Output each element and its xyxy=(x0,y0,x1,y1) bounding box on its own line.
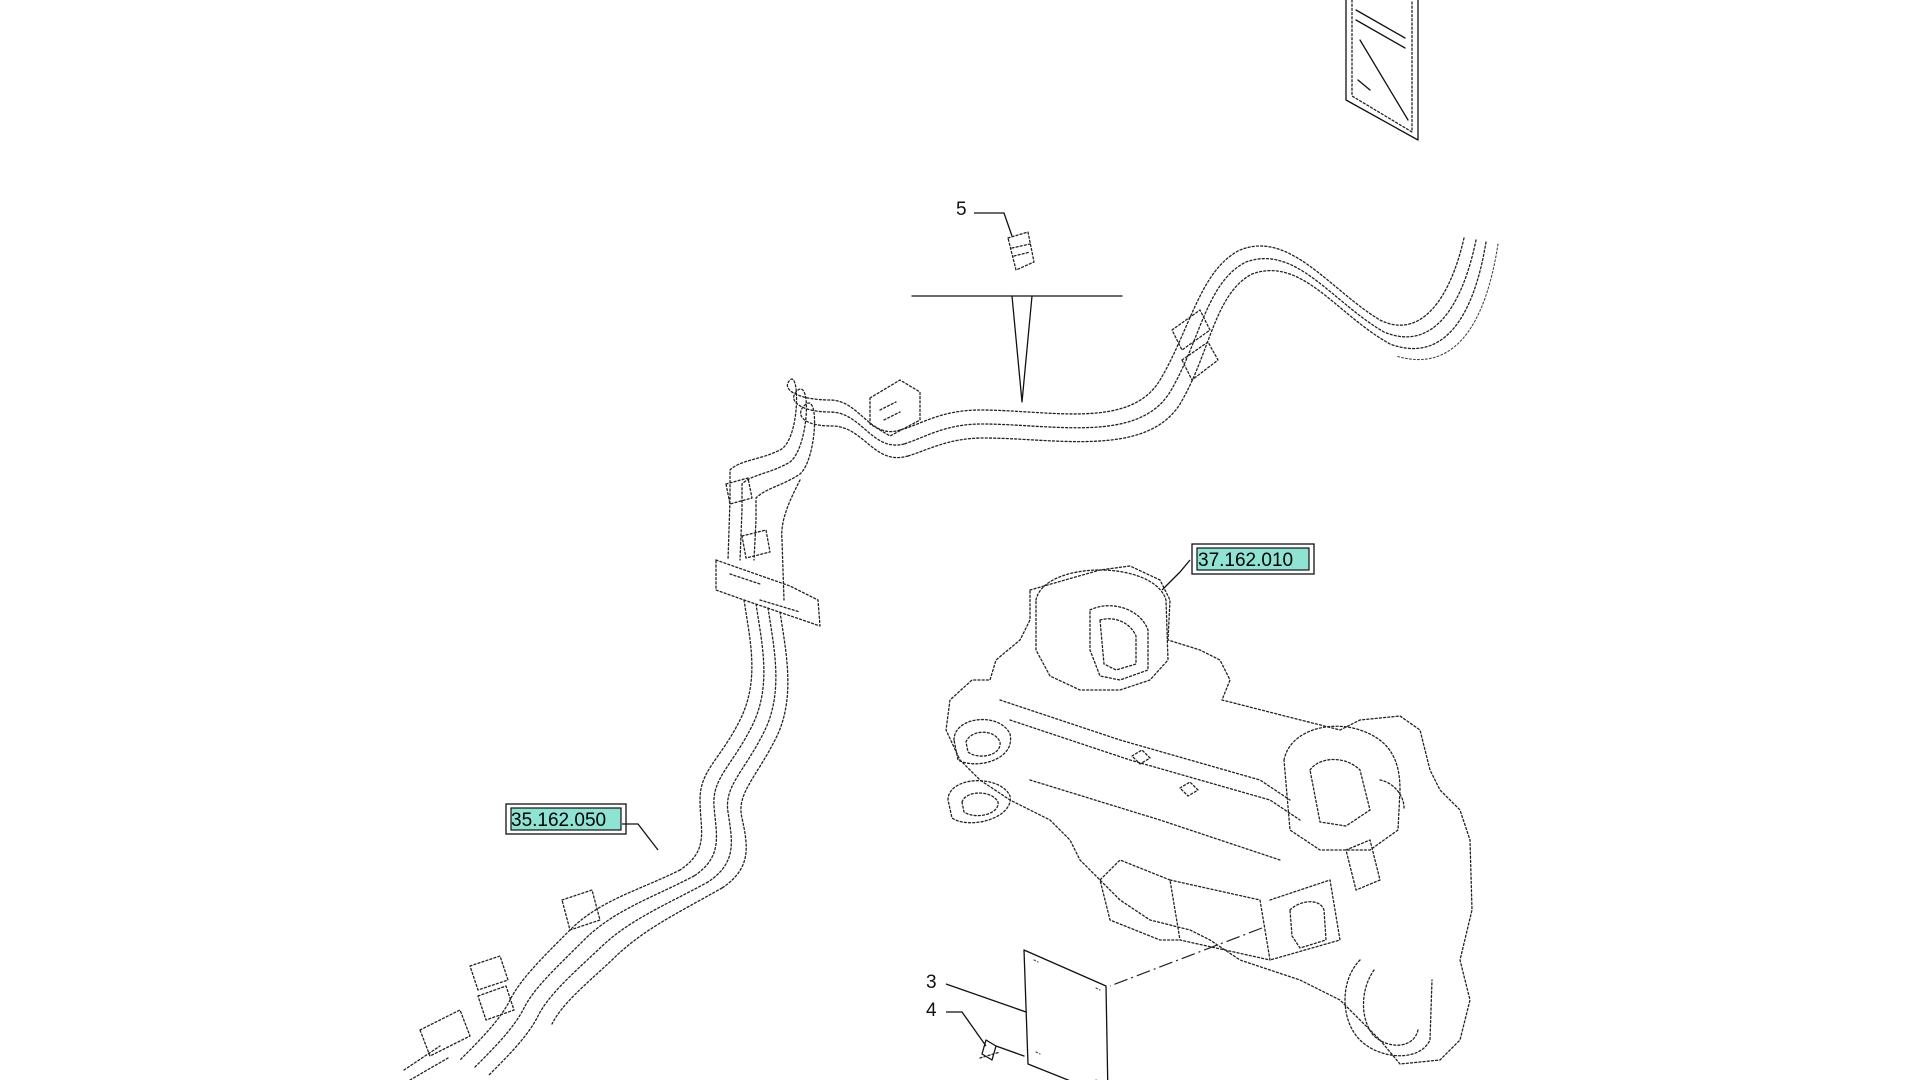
towing-hitch-housing xyxy=(945,565,1473,1065)
leader-5 xyxy=(974,212,1013,237)
leader-4 xyxy=(946,1011,987,1047)
group-bracket xyxy=(911,295,1123,403)
reference-link-left[interactable]: 35.162.050 xyxy=(505,803,627,835)
callout-3[interactable]: 3 xyxy=(926,972,937,993)
reference-label-top[interactable]: 37.162.010 xyxy=(1198,550,1293,571)
reference-label-left[interactable]: 35.162.050 xyxy=(511,810,606,831)
leader-lines xyxy=(622,212,1191,1047)
callout-4[interactable]: 4 xyxy=(926,1000,937,1021)
part-3-cover-plate xyxy=(1023,949,1109,1080)
part-4-bolt xyxy=(979,1039,1025,1061)
leader-3 xyxy=(945,983,1027,1013)
hydraulic-pipe-assembly xyxy=(403,237,1499,1080)
manual-document-icon xyxy=(1345,0,1419,141)
leader-ref-top xyxy=(1161,559,1191,591)
reference-link-top[interactable]: 37.162.010 xyxy=(1191,543,1315,575)
part-5-clip xyxy=(1007,231,1035,271)
callout-5[interactable]: 5 xyxy=(956,199,967,220)
leader-ref-left xyxy=(622,823,659,851)
